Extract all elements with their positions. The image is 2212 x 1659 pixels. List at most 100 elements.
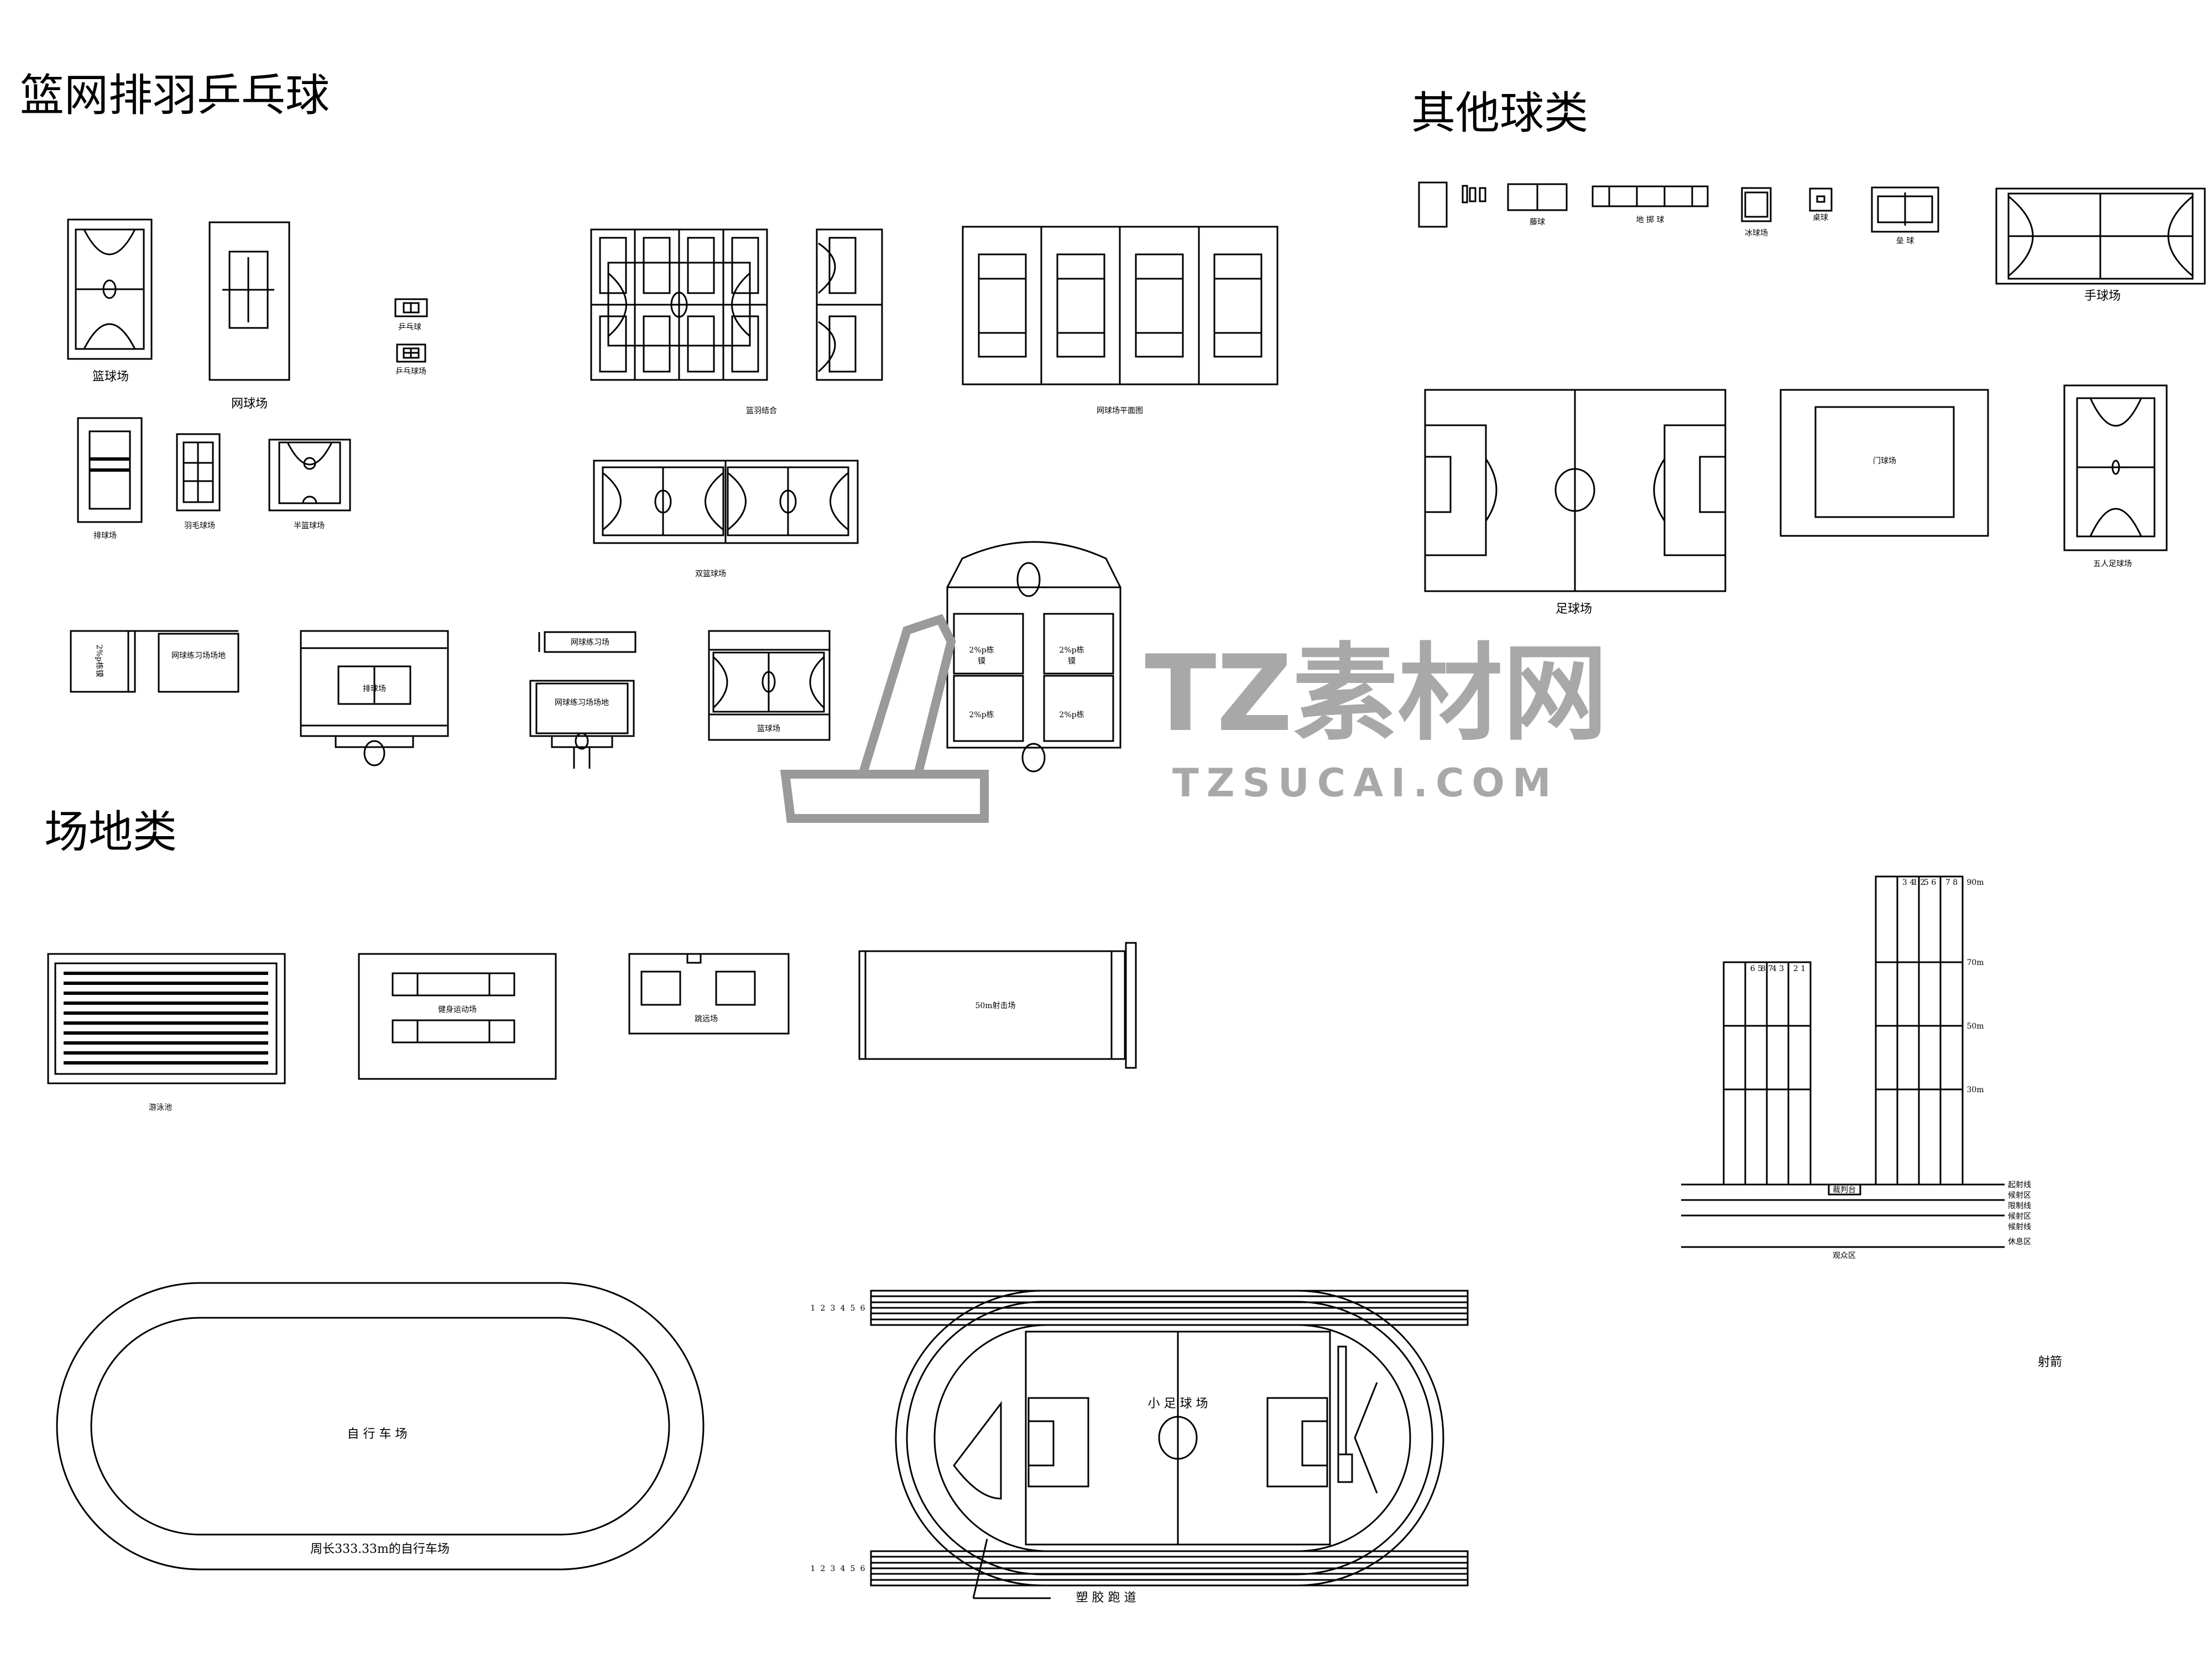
- line-label-5: 候射线: [2008, 1223, 2031, 1232]
- archery-lane-number-right: 5 6: [1924, 878, 1936, 887]
- label-volleyball: 排球场: [93, 531, 117, 540]
- track-lane-number-bottom: 1: [811, 1564, 816, 1573]
- distance-70: 70m: [1966, 958, 1984, 967]
- line-label-2: 候射区: [2008, 1191, 2031, 1200]
- building-char: 镆: [1068, 657, 1076, 666]
- archery-lane-number-right: 7 8: [1945, 878, 1958, 887]
- track-lane-number-bottom: 6: [860, 1564, 865, 1573]
- gateball-court: [1780, 389, 1989, 537]
- basket-badminton-combined: [590, 228, 883, 381]
- watermark-url: TZSUCAI.COM: [1172, 760, 1558, 806]
- track-lane-numbers-top: 1: [811, 1304, 816, 1313]
- track-lane-number-bottom: 5: [851, 1564, 855, 1573]
- label-mini-football: 小 足 球 场: [1148, 1397, 1208, 1411]
- label-half-basketball: 半篮球场: [294, 521, 325, 530]
- half-basketball-court: [268, 439, 351, 512]
- cycling-track: [56, 1282, 705, 1571]
- label-side-text: 2%p栋镆: [95, 644, 104, 677]
- label-billiards: 桌球: [1813, 213, 1828, 222]
- track-lane-number-top: 6: [860, 1304, 865, 1313]
- swimming-pool: [47, 953, 286, 1084]
- label-futsal: 五人足球场: [2093, 560, 2132, 568]
- tennis-court: [208, 221, 290, 381]
- double-basketball-court: [593, 460, 859, 544]
- track-lane-number-top: 5: [851, 1304, 855, 1313]
- handball-court: [1995, 187, 2206, 285]
- label-tennis-practice: 网球练习场: [571, 638, 609, 647]
- tennis-practice: [529, 631, 637, 769]
- fitness-venue: [358, 953, 557, 1080]
- archery-lane-number-left: 6 5: [1750, 964, 1762, 973]
- label-softball: 垒 球: [1896, 237, 1914, 246]
- archery-audience: 观众区: [1833, 1251, 1856, 1260]
- label-building-2: 2%p栋: [1059, 645, 1084, 655]
- label-gateball: 门球场: [1873, 457, 1896, 466]
- archery-range: [1681, 875, 2005, 1248]
- archery-lane-number-left: 4 3: [1772, 964, 1784, 973]
- futsal-court: [2063, 384, 2168, 551]
- distance-50: 50m: [1966, 1022, 1984, 1031]
- line-label-1: 起射线: [2008, 1181, 2031, 1190]
- label-cycling: 周长333.33m的自行车场: [310, 1542, 450, 1556]
- track-lane-number-top: 4: [841, 1304, 846, 1313]
- label-sepak-takraw: 藤球: [1530, 218, 1545, 227]
- label-double-basketball: 双篮球场: [695, 570, 726, 578]
- line-label-6: 休息区: [2008, 1237, 2031, 1246]
- label-badminton: 羽毛球场: [184, 521, 215, 530]
- label-handball: 手球场: [2084, 289, 2121, 303]
- label-basketball: 篮球场: [92, 370, 129, 384]
- watermark-logo: [780, 614, 989, 823]
- label-jump: 跳远场: [695, 1015, 718, 1024]
- label-building-3: 2%p栋: [969, 710, 994, 719]
- label-archery: 射箭: [2038, 1355, 2062, 1369]
- label-fitness: 健身运动场: [438, 1005, 477, 1014]
- label-tennis-practice-field-2: 网球练习场场地: [555, 698, 609, 707]
- label-tennis-practice-field: 网球练习场场地: [171, 651, 226, 660]
- label-building-1: 2%p栋: [969, 645, 994, 655]
- label-swimming: 游泳池: [149, 1103, 172, 1112]
- section-title-ball-courts: 篮网排羽乒乓球: [20, 70, 330, 121]
- archery-platform: 裁判台: [1833, 1186, 1856, 1194]
- line-label-3: 限制线: [2008, 1202, 2031, 1211]
- label-building-4: 2%p栋: [1059, 710, 1084, 719]
- badminton-court: [176, 433, 221, 512]
- archery-lanes-left: 8 7: [1761, 964, 1773, 973]
- jump-venue: [628, 953, 790, 1035]
- tennis-plan: [962, 226, 1279, 385]
- label-cycling-center: 自 行 车 场: [347, 1427, 408, 1441]
- stadium: [870, 1290, 1469, 1599]
- track-lane-number-bottom: 3: [831, 1564, 836, 1573]
- label-track: 塑 胶 跑 道: [1076, 1591, 1136, 1605]
- label-pingpong: 乒乓球: [398, 323, 421, 332]
- label-football: 足球场: [1556, 602, 1592, 616]
- section-title-other-balls: 其他球类: [1411, 87, 1588, 139]
- track-lane-number-bottom: 2: [821, 1564, 826, 1573]
- label-basketball-2: 篮球场: [757, 724, 780, 733]
- volleyball-court: [77, 417, 143, 523]
- football-pitch: [1424, 389, 1726, 592]
- building-char: 镆: [978, 657, 985, 666]
- distance-90: 90m: [1966, 878, 1984, 887]
- other-small-courts: [1418, 181, 1939, 233]
- track-lane-number-top: 2: [821, 1304, 826, 1313]
- shooting-range: [858, 942, 1137, 1069]
- label-tennis: 网球场: [231, 397, 268, 411]
- label-volleyball-2: 排球场: [363, 685, 386, 693]
- watermark-brand: TZ素材网: [1145, 633, 1608, 755]
- basketball-venue: [708, 630, 831, 741]
- archery-lanes-right: 1 2: [1913, 878, 1925, 887]
- label-shooting: 50m射击场: [975, 1001, 1015, 1010]
- label-pingpong-court: 乒乓球场: [395, 367, 426, 376]
- basketball-court: [67, 218, 153, 360]
- archery-lane-number-right: 3 4: [1902, 878, 1914, 887]
- track-lane-number-bottom: 4: [841, 1564, 846, 1573]
- practice-field-group: [70, 630, 239, 693]
- label-bocce: 地 掷 球: [1636, 216, 1665, 225]
- label-tennis-plan: 网球场平面图: [1097, 406, 1143, 415]
- section-title-venues: 场地类: [44, 806, 177, 858]
- volleyball-venue: [300, 630, 449, 766]
- building-plan: [946, 541, 1121, 773]
- archery-lane-number-left: 2 1: [1793, 964, 1806, 973]
- label-ice-hockey: 冰球场: [1745, 229, 1768, 238]
